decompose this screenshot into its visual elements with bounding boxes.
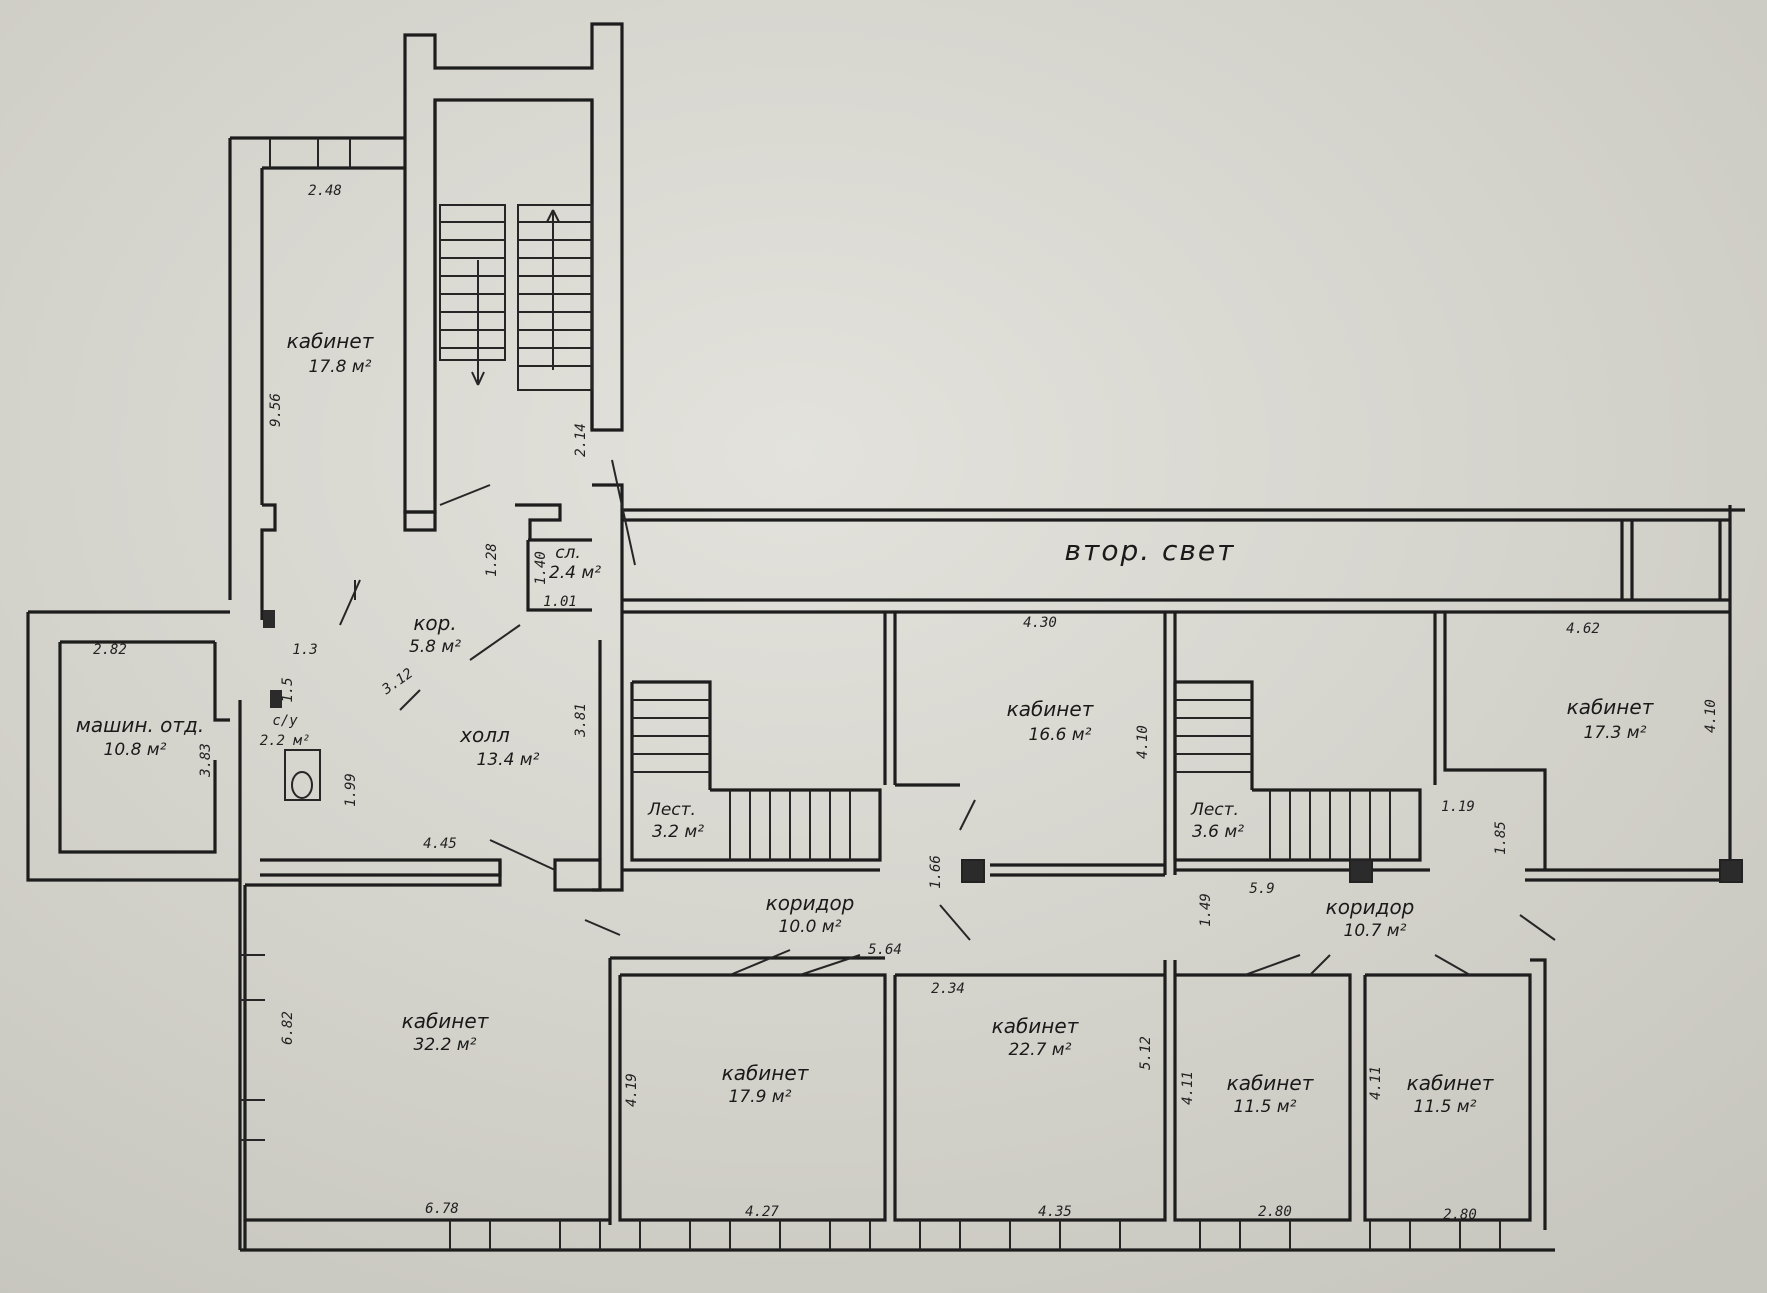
main-staircase xyxy=(439,204,593,391)
corridor-small-label: кор. xyxy=(413,611,456,635)
dim-5-12: 5.12 xyxy=(1138,1036,1154,1070)
dim-2-82: 2.82 xyxy=(93,642,127,658)
dim-3-83: 3.83 xyxy=(198,743,214,778)
dim-2-14: 2.14 xyxy=(573,423,589,457)
dim-4-11-a: 4.11 xyxy=(1180,1071,1196,1105)
office-large-area: 32.2 м² xyxy=(414,1035,477,1055)
office-b3-area: 11.5 м² xyxy=(1234,1097,1297,1117)
hall-area: 13.4 м² xyxy=(477,750,540,770)
dim-4-27: 4.27 xyxy=(745,1204,779,1220)
dim-6-78: 6.78 xyxy=(425,1201,459,1217)
dim-1-99: 1.99 xyxy=(343,773,359,807)
office-b2-label: кабинет xyxy=(992,1014,1080,1038)
dim-1-5: 1.5 xyxy=(280,677,296,702)
dim-3-81: 3.81 xyxy=(573,703,589,738)
dim-2-48: 2.48 xyxy=(308,183,342,199)
office-mid1-label: кабинет xyxy=(1007,697,1095,721)
wc-top-label: сл. xyxy=(555,543,581,563)
office-b2-area: 22.7 м² xyxy=(1009,1040,1072,1060)
office-top-label: кабинет xyxy=(287,329,375,353)
dim-5-64: 5.64 xyxy=(868,942,902,958)
stair2-label: Лест. xyxy=(1190,800,1239,820)
dim-4-30: 4.30 xyxy=(1023,615,1057,631)
pillars xyxy=(263,610,1743,883)
dim-9-56: 9.56 xyxy=(268,393,284,427)
wc-top-area: 2.4 м² xyxy=(549,563,601,583)
dim-4-45: 4.45 xyxy=(423,836,457,852)
corridor1-label: коридор xyxy=(766,891,855,915)
office-b3-label: кабинет xyxy=(1227,1071,1315,1095)
corridor1-area: 10.0 м² xyxy=(779,917,842,937)
office-top-area: 17.8 м² xyxy=(309,357,372,377)
dim-6-82: 6.82 xyxy=(280,1011,296,1045)
dim-2-34: 2.34 xyxy=(931,981,965,997)
storage-label: машин. отд. xyxy=(76,713,205,737)
corridor2-label: коридор xyxy=(1326,895,1415,919)
dim-1-19: 1.19 xyxy=(1441,799,1475,815)
dim-4-11-b: 4.11 xyxy=(1368,1066,1384,1100)
stair1-label: Лест. xyxy=(647,800,696,820)
office-mid2-label: кабинет xyxy=(1567,695,1655,719)
toilet-fixture xyxy=(284,749,321,801)
dim-1-85: 1.85 xyxy=(1493,821,1509,855)
office-b1-label: кабинет xyxy=(722,1061,810,1085)
dim-1-01: 1.01 xyxy=(543,594,577,610)
dim-4-10-b: 4.10 xyxy=(1703,699,1719,733)
second-light-label: втор. свет xyxy=(1065,534,1236,567)
dim-2-80-a: 2.80 xyxy=(1258,1204,1292,1220)
corridor-small-area: 5.8 м² xyxy=(409,637,461,657)
door-swings xyxy=(339,459,1556,976)
dim-1-40: 1.40 xyxy=(533,551,549,585)
dim-5-9: 5.9 xyxy=(1249,881,1274,897)
dim-1-49: 1.49 xyxy=(1198,893,1214,927)
wc-small-area: 2.2 м² xyxy=(260,733,311,749)
dim-4-35: 4.35 xyxy=(1038,1204,1072,1220)
dim-4-62: 4.62 xyxy=(1566,621,1600,637)
office-large-label: кабинет xyxy=(402,1009,490,1033)
office-b4-label: кабинет xyxy=(1407,1071,1495,1095)
dim-1-28: 1.28 xyxy=(484,543,500,577)
dim-1-66: 1.66 xyxy=(928,855,944,889)
stair1-area: 3.2 м² xyxy=(652,822,704,842)
dim-4-10-a: 4.10 xyxy=(1135,725,1151,759)
corridor2-area: 10.7 м² xyxy=(1344,921,1407,941)
room-labels: кабинет 17.8 м² машин. отд. 10.8 м² кор.… xyxy=(76,329,1655,1117)
stair2-area: 3.6 м² xyxy=(1192,822,1244,842)
storage-area: 10.8 м² xyxy=(104,740,167,760)
office-mid1-area: 16.6 м² xyxy=(1029,725,1092,745)
office-b4-area: 11.5 м² xyxy=(1414,1097,1477,1117)
walls xyxy=(26,22,1745,1252)
dim-1-3: 1.3 xyxy=(292,642,317,658)
wc-small-label: с/у xyxy=(272,713,298,729)
office-b1-area: 17.9 м² xyxy=(729,1087,792,1107)
dim-2-80-b: 2.80 xyxy=(1443,1207,1477,1223)
dim-4-19: 4.19 xyxy=(624,1073,640,1107)
hall-label: холл xyxy=(459,723,510,747)
office-mid2-area: 17.3 м² xyxy=(1584,723,1647,743)
dimension-labels: 2.48 9.56 2.14 1.28 1.40 1.01 2.82 1.3 1… xyxy=(93,183,1719,1223)
